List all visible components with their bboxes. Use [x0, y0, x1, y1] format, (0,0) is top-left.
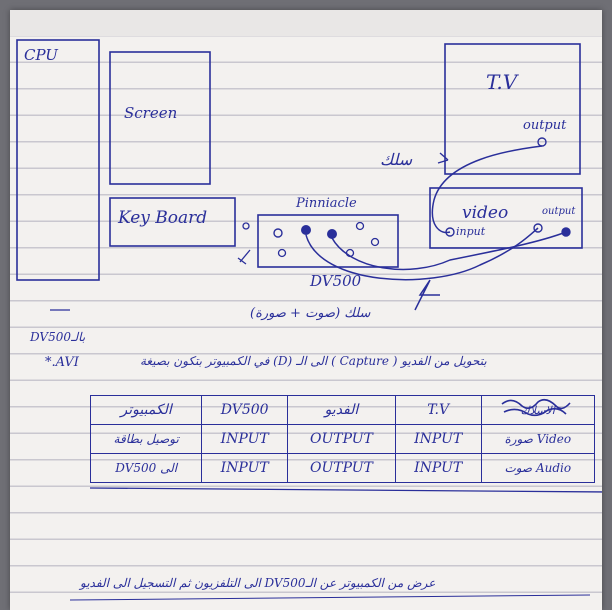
table-row: DV500 الى INPUT OUTPUT INPUT صوت Audio — [89, 453, 596, 483]
keyboard-port — [242, 222, 250, 230]
table-bottom-stroke — [89, 487, 602, 493]
cable-arrow — [437, 152, 449, 164]
dv500-card — [257, 214, 399, 268]
video-output-label: output — [542, 206, 576, 217]
table-header-row: الكمبيوتر DV500 الفديو T.V الاسلاك — [89, 395, 596, 425]
cable-tv-to-video — [431, 145, 543, 234]
table-cell: DV500 الى — [89, 453, 203, 483]
pointer-arrow — [237, 249, 251, 265]
dv500-note: بالـDV500 — [30, 330, 86, 344]
table-cell: INPUT — [394, 453, 482, 483]
connections-table: الكمبيوتر DV500 الفديو T.V الاسلاك توصيل… — [89, 395, 596, 483]
dv500-connector — [327, 229, 337, 239]
table-cell: OUTPUT — [287, 424, 396, 454]
bottom-note: عرض من الكمبيوتر عن الـDV500 الى التلفزي… — [80, 576, 436, 590]
table-cell: صوت Audio — [480, 453, 596, 483]
dv500-connector — [370, 237, 380, 247]
table-cell: INPUT — [201, 453, 288, 483]
cable-bottom — [414, 279, 440, 311]
keyboard-label: Key Board — [118, 208, 208, 228]
cable-card-to-video — [331, 231, 567, 271]
table-cell: صورة Video — [480, 424, 596, 454]
table-cell: INPUT — [394, 424, 482, 454]
table-header-cell: T.V — [394, 395, 482, 425]
card-brand-label: Pinniacle — [296, 196, 357, 211]
table-header-cell: الفديو — [287, 395, 396, 425]
dv500-connector — [273, 228, 283, 238]
table-header-cell: الكمبيوتر — [89, 395, 203, 425]
table-cell: OUTPUT — [287, 453, 396, 483]
tv-output-label: output — [523, 118, 567, 133]
screen-box — [109, 51, 211, 185]
dv500-connector — [277, 248, 287, 258]
table-row: توصيل بطاقة INPUT OUTPUT INPUT صورة Vide… — [89, 424, 596, 454]
diagram-lines — [16, 39, 602, 601]
cable-note-bottom: سلك (صوت + صورة) — [250, 306, 371, 321]
bottom-underline — [69, 594, 591, 601]
cpu-label: CPU — [24, 46, 58, 64]
screen-label: Screen — [124, 104, 178, 122]
cpu-box — [16, 39, 100, 281]
tv-box — [444, 43, 581, 175]
table-header-cell: DV500 — [201, 395, 288, 425]
table-header-cell: الاسلاك — [480, 395, 596, 425]
cable-card-to-video-2 — [305, 227, 539, 281]
notebook-page: CPU Screen Key Board T.V output سلك vide… — [10, 10, 602, 610]
tv-label: T.V — [486, 70, 518, 94]
video-label: video — [462, 203, 509, 223]
video-output-jack — [533, 223, 543, 233]
card-model-label: DV500 — [310, 272, 362, 290]
keyboard-box — [109, 197, 236, 247]
cable-note-top: سلك — [380, 150, 413, 169]
capture-note: بتحويل من الفديو ( Capture ) الى الـ (D)… — [140, 354, 487, 368]
tv-output-jack — [537, 137, 547, 147]
table-cell: INPUT — [201, 424, 288, 454]
video-input-label: input — [456, 225, 486, 238]
avi-format: *.AVI — [45, 355, 79, 370]
dv500-connector — [301, 225, 311, 235]
page-top-margin — [10, 10, 602, 36]
table-cell: توصيل بطاقة — [89, 424, 203, 454]
dv500-connector — [355, 221, 365, 231]
